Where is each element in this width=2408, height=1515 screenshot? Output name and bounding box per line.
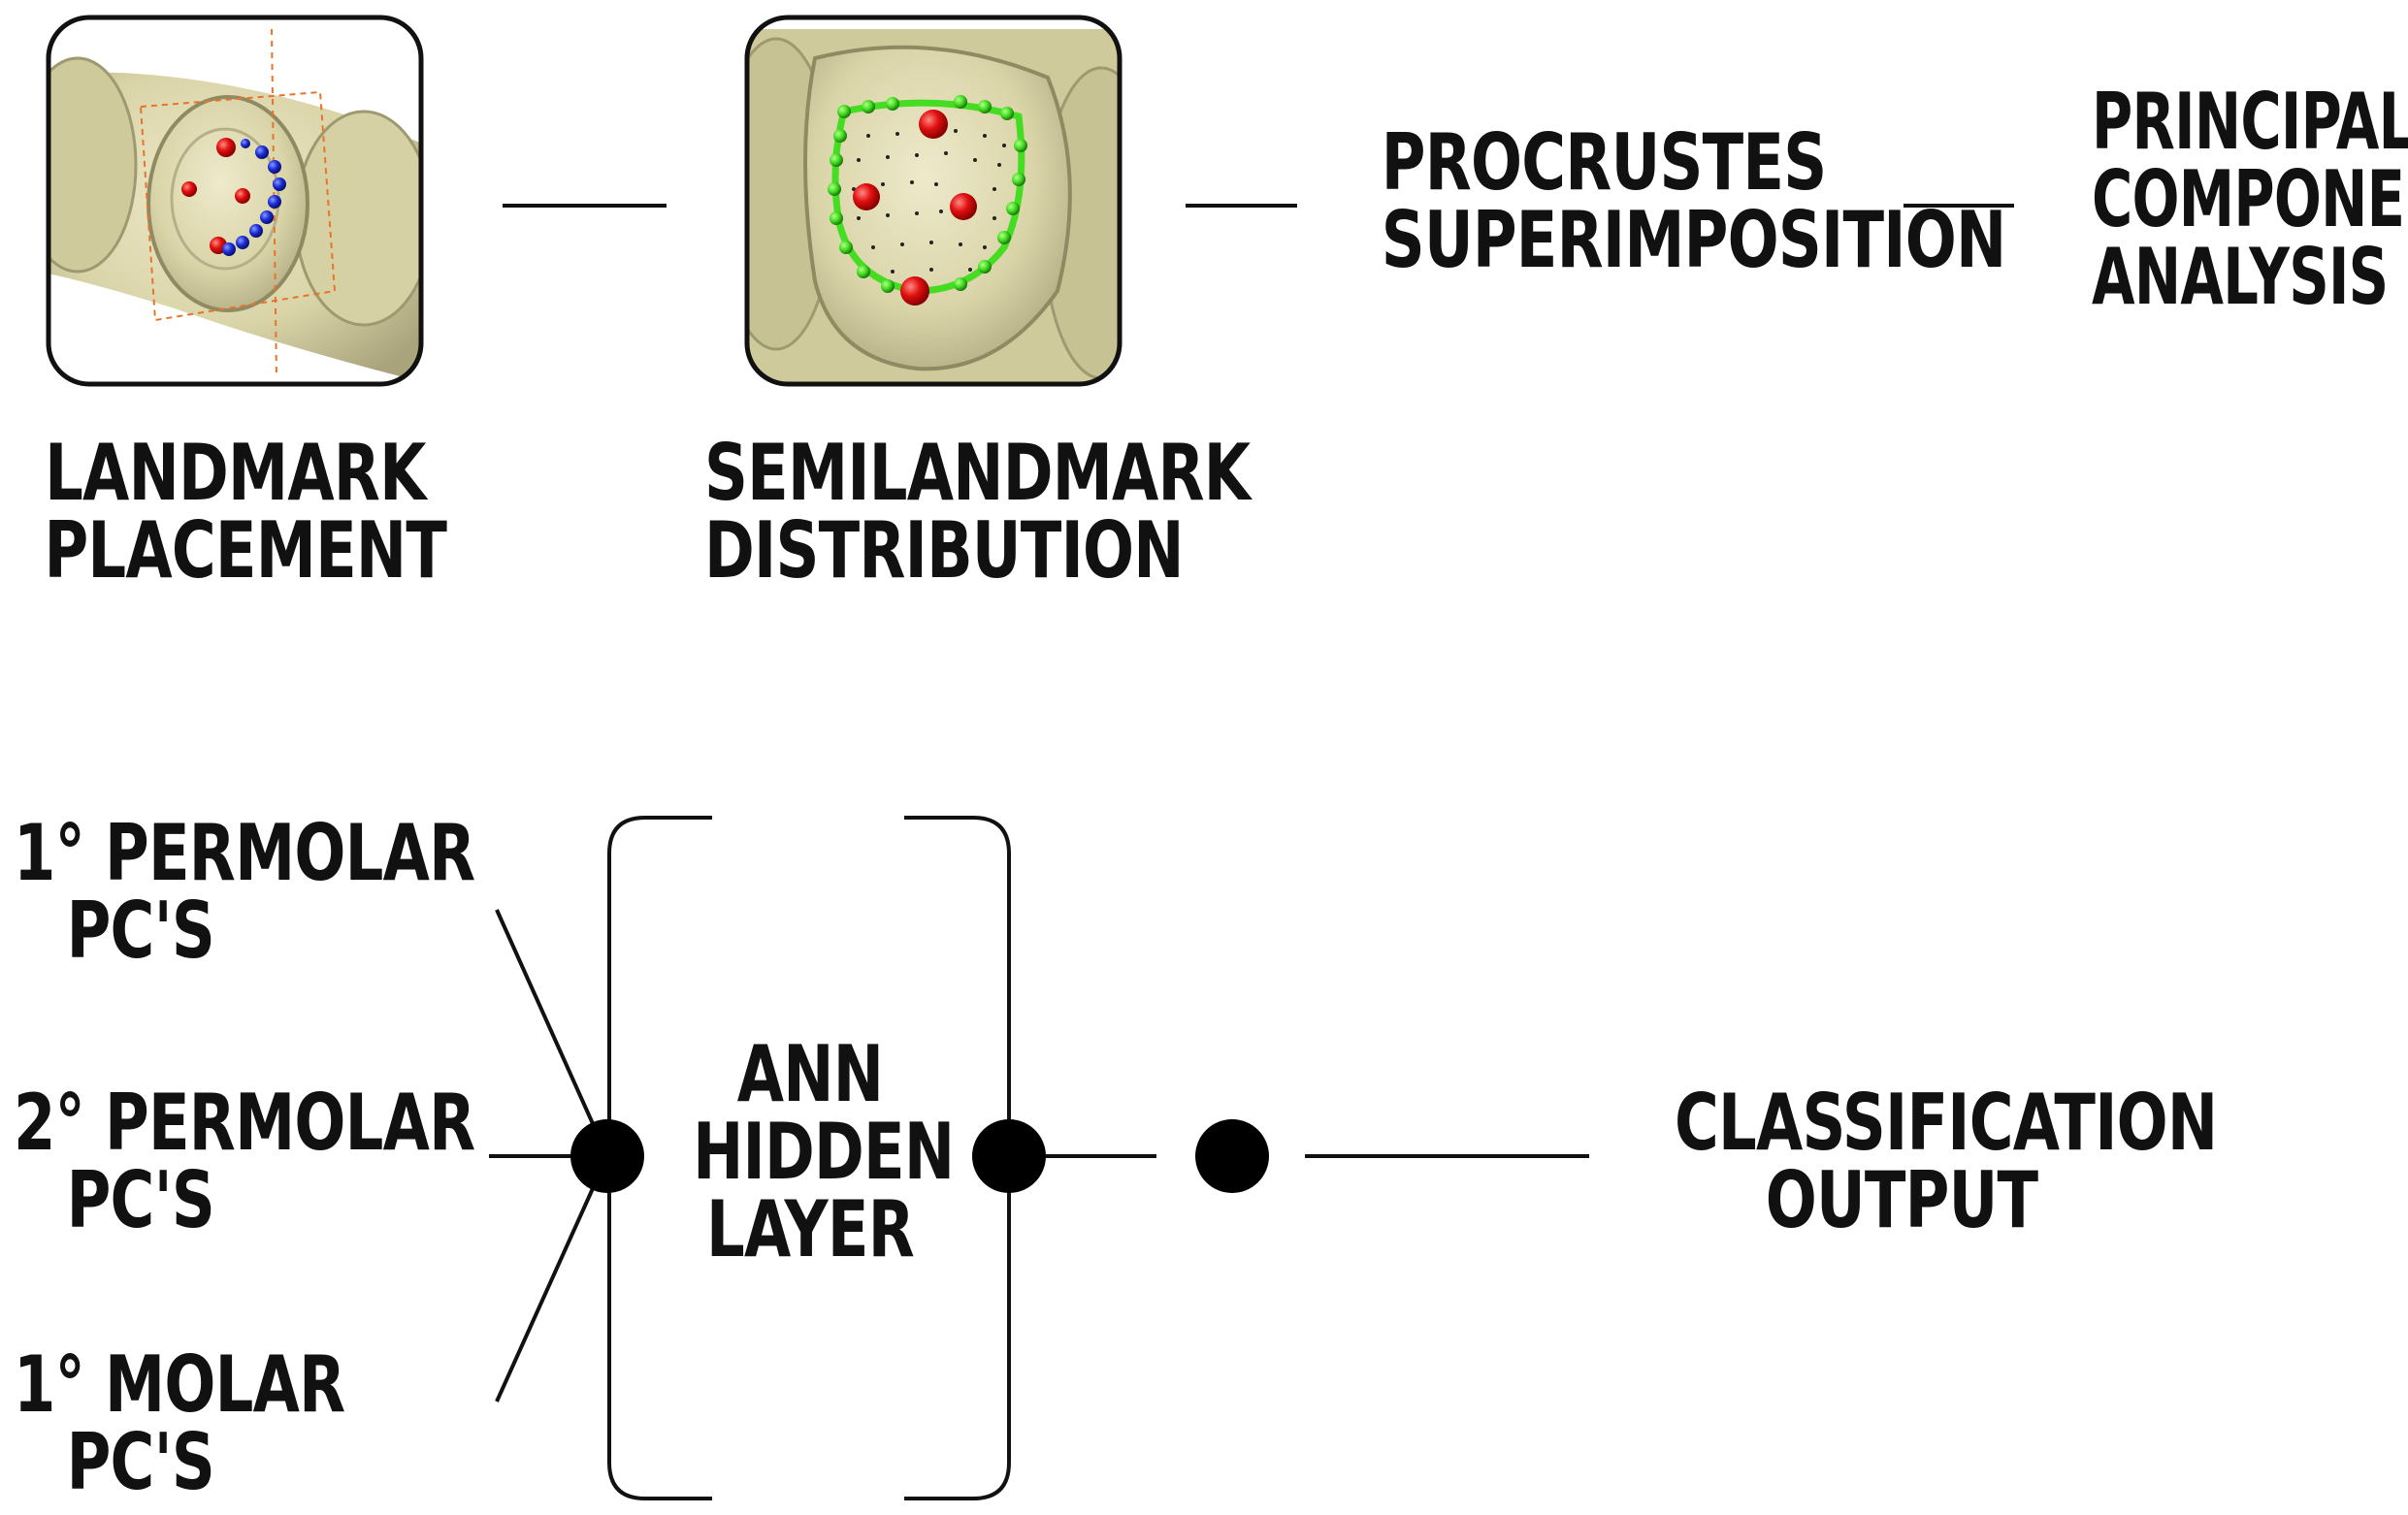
landmark-point — [216, 138, 236, 157]
label-line: OUTPUT — [1765, 1155, 2038, 1245]
landmark-point — [235, 188, 250, 204]
landmark-point — [950, 193, 977, 220]
label-line: SUPERIMPOSITION — [1381, 195, 2006, 285]
label-line: PC'S — [66, 1155, 215, 1245]
panel-frame — [744, 15, 1123, 387]
label-line: 1° PERMOLAR — [14, 808, 475, 898]
landmark-point — [919, 110, 948, 139]
ann-nodes — [570, 1119, 1269, 1193]
label-line: ANN — [736, 1029, 884, 1119]
surface-semilandmark-grid — [852, 129, 1006, 274]
landmark-placement-image — [46, 15, 424, 387]
semilandmark-distribution-image — [744, 15, 1123, 387]
label-line: PC'S — [66, 1417, 215, 1507]
label-line: LAYER — [705, 1184, 915, 1274]
input-connector-3 — [495, 1155, 609, 1402]
neighbor-tooth — [49, 56, 138, 274]
label-line: COMPONENT — [2092, 154, 2408, 244]
label-line: PROCRUSTES — [1381, 117, 1827, 208]
label-line: PLACEMENT — [44, 505, 447, 596]
side-landmark-curve — [222, 139, 286, 256]
ann-hidden-layer-label: ANN HIDDEN LAYER — [693, 1029, 955, 1274]
neighbor-tooth — [294, 110, 421, 327]
output-node — [1195, 1119, 1269, 1193]
input-connector-1 — [495, 909, 609, 1157]
label-line: ANALYSIS — [2092, 232, 2389, 322]
input-label-second-premolar: 2° PERMOLAR PC'S — [14, 1078, 475, 1245]
input-node — [570, 1119, 644, 1193]
label-line: 1° MOLAR — [14, 1339, 345, 1430]
landmark-point — [900, 276, 929, 306]
landmark-point — [853, 183, 880, 210]
premolar-tooth — [803, 45, 1072, 371]
label-line: DISTRIBUTION — [704, 505, 1184, 596]
semilandmark-distribution-label: SEMILANDMARK DISTRIBUTION — [704, 428, 1251, 596]
label-line: SEMILANDMARK — [704, 428, 1251, 518]
landmark-point — [181, 181, 197, 197]
label-line: PRINCIPAL — [2092, 77, 2408, 167]
label-line: LANDMARK — [45, 428, 426, 518]
label-line: CLASSIFICATION — [1675, 1078, 2218, 1168]
procrustes-superimposition-label: PROCRUSTES SUPERIMPOSITION — [1381, 117, 2006, 285]
ann-connectors — [489, 909, 1589, 1402]
hidden-output-node — [972, 1119, 1046, 1193]
landmark-placement-label: LANDMARK PLACEMENT — [44, 428, 447, 596]
input-label-first-premolar: 1° PERMOLAR PC'S — [14, 808, 475, 976]
label-line: PC'S — [66, 886, 215, 976]
label-line: 2° PERMOLAR — [14, 1078, 475, 1168]
reference-plane — [139, 90, 337, 322]
classification-output-label: CLASSIFICATION OUTPUT — [1675, 1078, 2218, 1245]
panel-frame — [46, 15, 424, 387]
input-label-first-molar: 1° MOLAR PC'S — [14, 1339, 345, 1507]
label-line: HIDDEN — [693, 1107, 955, 1197]
principal-component-analysis-label: PRINCIPAL COMPONENT ANALYSIS — [2092, 77, 2408, 322]
semilandmark-points — [828, 95, 1027, 293]
